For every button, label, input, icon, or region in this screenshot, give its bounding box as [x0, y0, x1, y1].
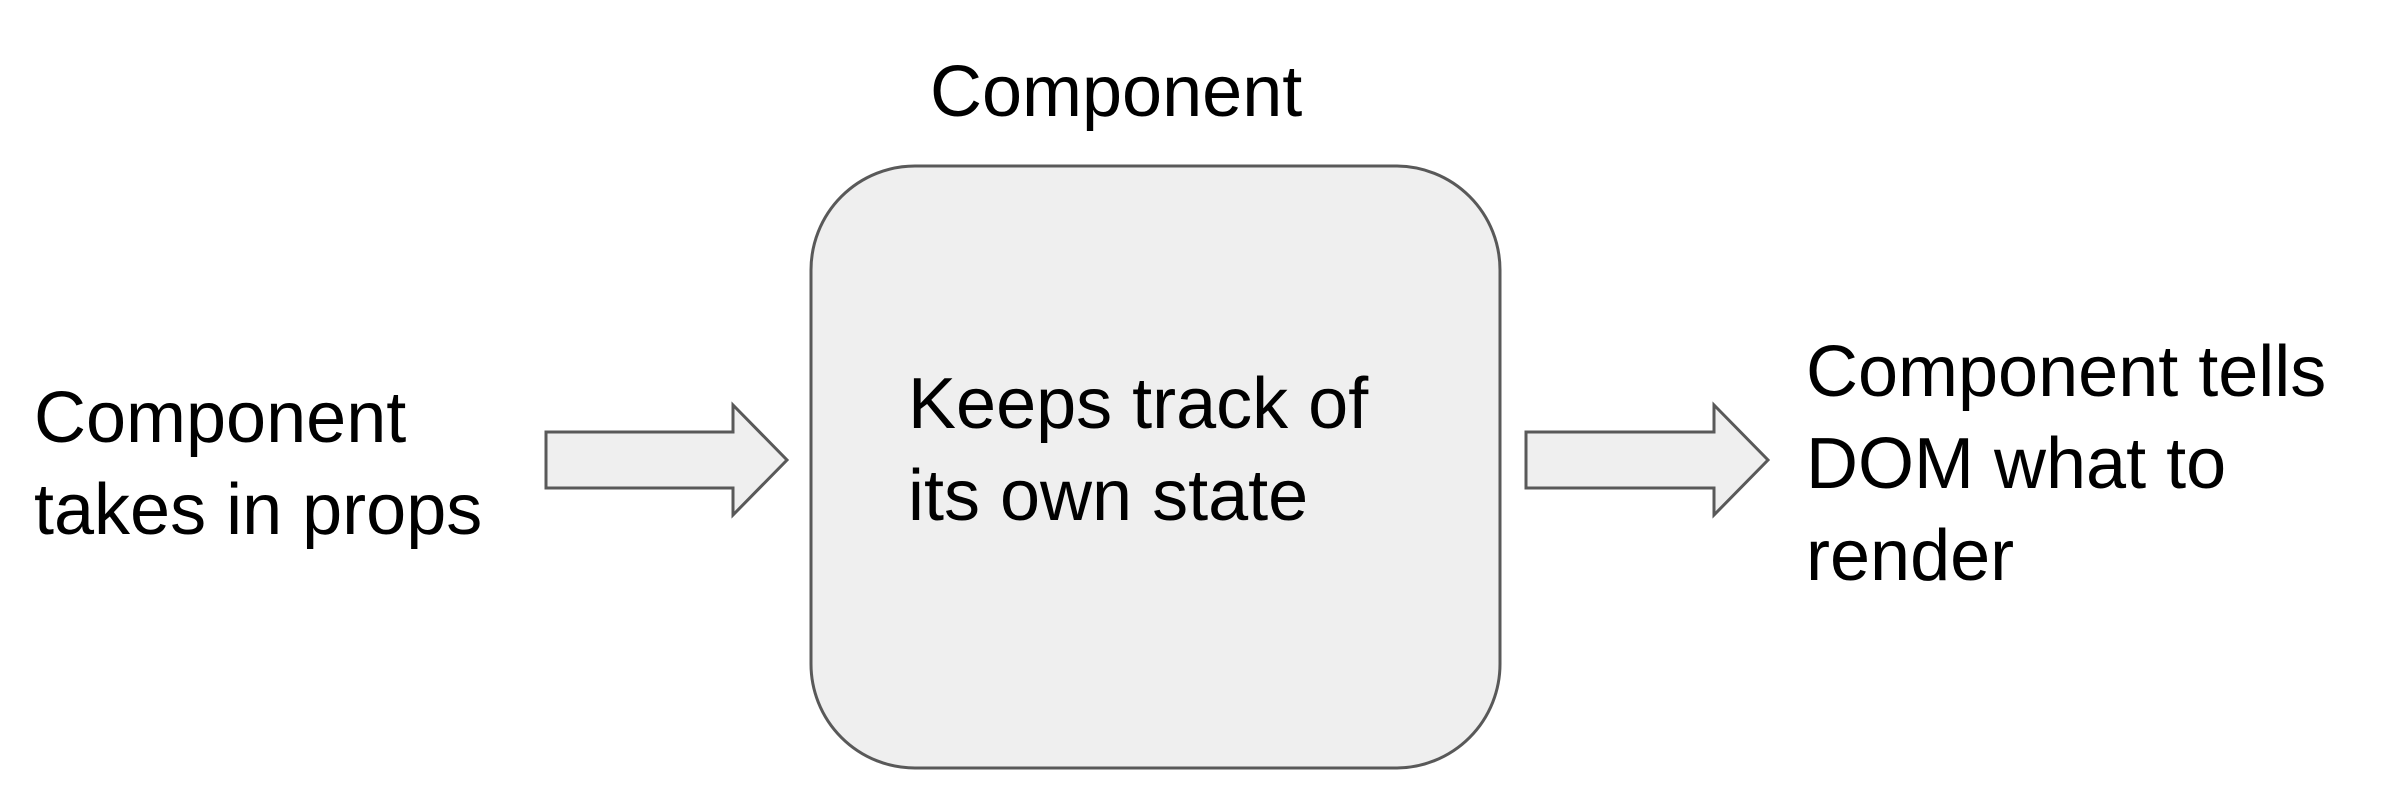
input-arrow	[544, 401, 790, 519]
output-label-line: render	[1806, 516, 2015, 596]
component-box-label-line: Keeps track of	[908, 364, 1369, 444]
input-label-line: takes in props	[34, 470, 483, 550]
diagram-title: Component	[930, 52, 1303, 132]
output-label: Component tells DOM what to render	[1806, 326, 2326, 602]
component-box-label: Keeps track of its own state	[908, 358, 1368, 542]
output-label-line: DOM what to	[1806, 424, 2227, 504]
output-arrow	[1524, 401, 1771, 519]
component-box-label-line: its own state	[908, 456, 1309, 536]
output-label-line: Component tells	[1806, 332, 2327, 412]
input-label: Component takes in props	[34, 372, 482, 556]
component-box	[809, 164, 1502, 770]
input-label-line: Component	[34, 378, 407, 458]
